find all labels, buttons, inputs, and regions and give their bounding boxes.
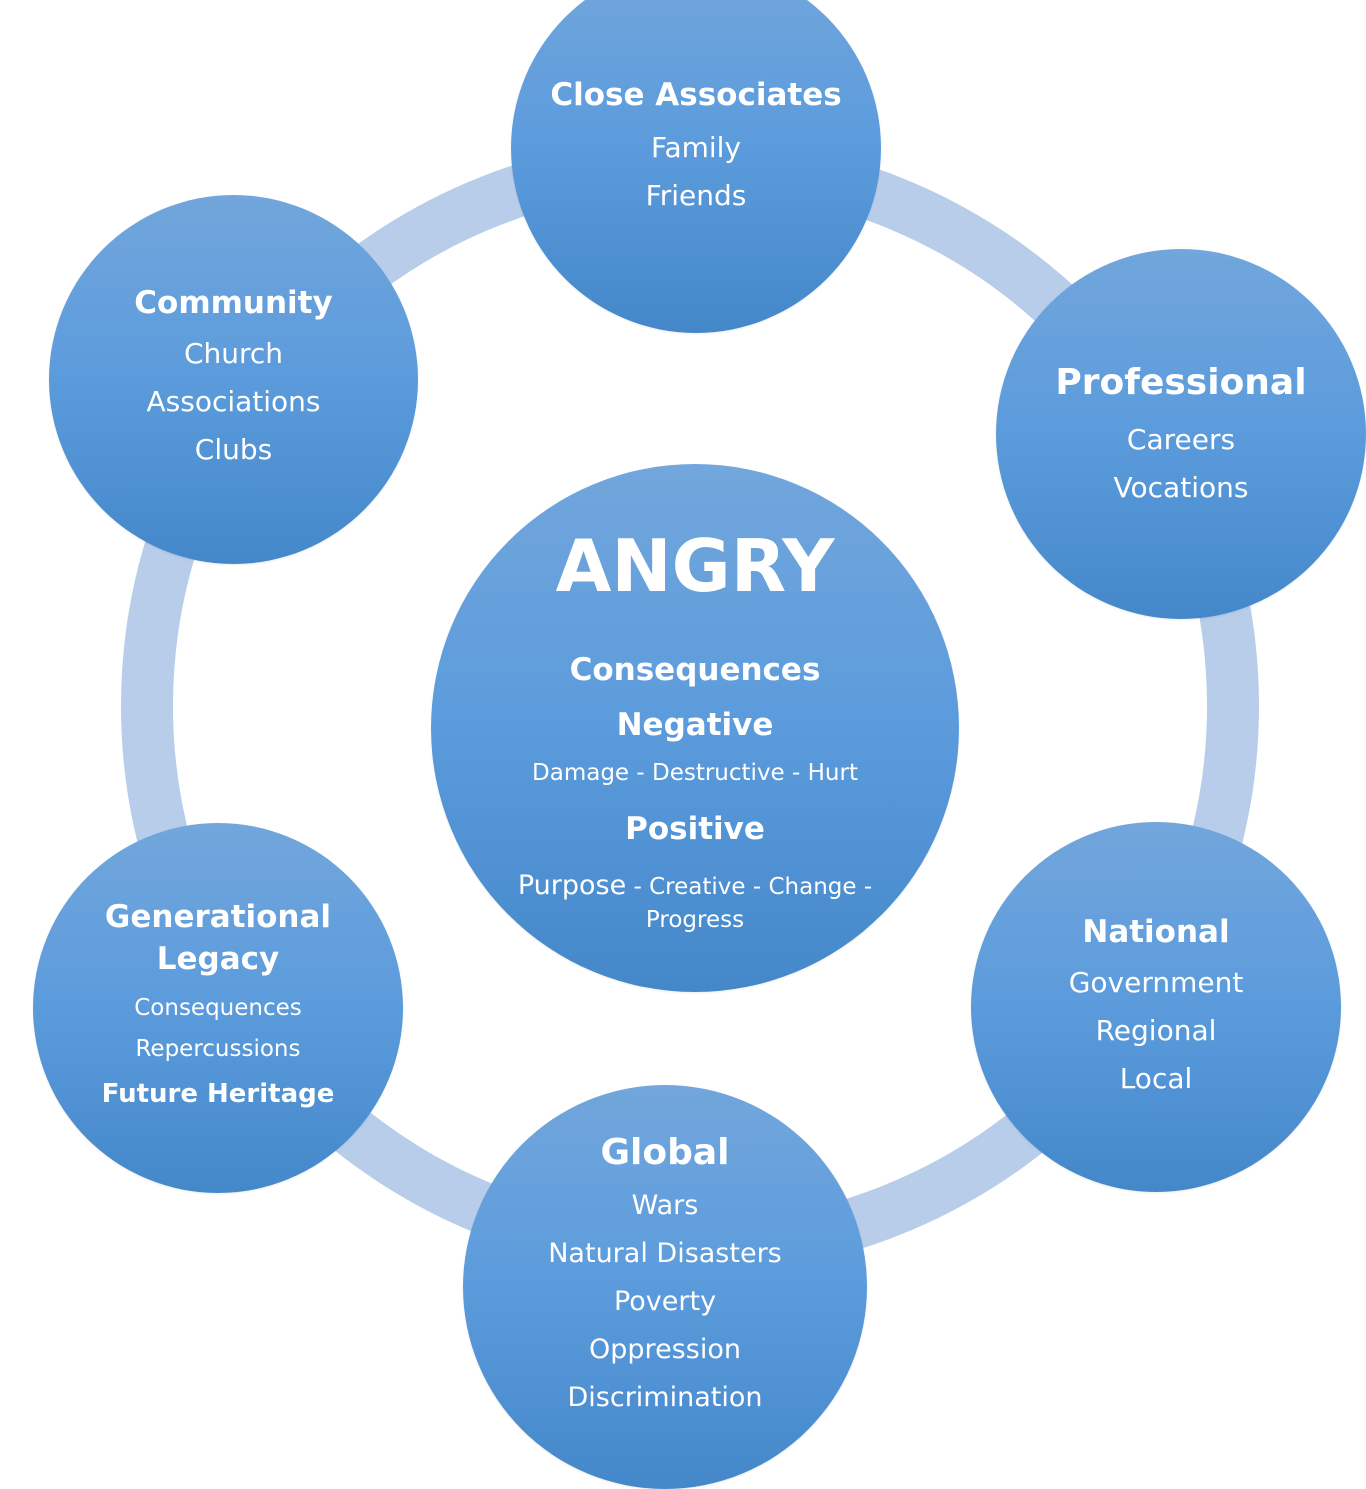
- national-item-regional: Regional: [1095, 1014, 1217, 1048]
- center-positive-line: Purpose - Creative - Change - Progress: [515, 867, 875, 937]
- community-node: Community Church Associations Clubs: [49, 195, 418, 564]
- close-associates-node: Close Associates Family Friends: [511, 0, 881, 333]
- close-associates-item-friends: Friends: [645, 179, 747, 213]
- global-item-oppression: Oppression: [589, 1334, 741, 1366]
- global-item-poverty: Poverty: [613, 1286, 717, 1318]
- center-negative: Negative: [616, 707, 774, 744]
- community-item-clubs: Clubs: [194, 433, 273, 467]
- community-title: Community: [134, 285, 333, 321]
- global-item-discrimination: Discrimination: [567, 1382, 763, 1414]
- national-item-local: Local: [1119, 1062, 1193, 1096]
- global-node: Global Wars Natural Disasters Poverty Op…: [463, 1085, 867, 1489]
- center-positive: Positive: [625, 811, 765, 848]
- center-negative-items: Damage - Destructive - Hurt: [532, 760, 858, 787]
- professional-title: Professional: [1055, 362, 1307, 403]
- global-item-wars: Wars: [631, 1190, 699, 1222]
- generational-legacy-item-repercussions: Repercussions: [135, 1035, 301, 1062]
- national-item-government: Government: [1068, 966, 1244, 1000]
- professional-item-vocations: Vocations: [1113, 471, 1249, 505]
- center-positive-lead: Purpose: [517, 869, 627, 901]
- professional-node: Professional Careers Vocations: [996, 249, 1366, 619]
- community-item-associations: Associations: [146, 385, 321, 419]
- generational-legacy-node: Generational Legacy Consequences Repercu…: [33, 823, 403, 1193]
- national-title: National: [1082, 914, 1230, 950]
- generational-legacy-item-consequences: Consequences: [134, 994, 302, 1021]
- center-node: ANGRY Consequences Negative Damage - Des…: [431, 464, 959, 992]
- center-consequences: Consequences: [569, 652, 821, 688]
- close-associates-title: Close Associates: [550, 77, 842, 113]
- global-item-natural-disasters: Natural Disasters: [548, 1238, 782, 1270]
- generational-legacy-highlight: Future Heritage: [101, 1078, 335, 1109]
- national-node: National Government Regional Local: [971, 822, 1341, 1192]
- community-item-church: Church: [183, 337, 284, 371]
- global-title: Global: [600, 1132, 730, 1173]
- close-associates-item-family: Family: [650, 131, 742, 165]
- center-positive-items: - Creative - Change - Progress: [626, 873, 873, 934]
- professional-item-careers: Careers: [1126, 423, 1236, 457]
- center-heading: ANGRY: [555, 524, 835, 608]
- generational-legacy-title: Generational Legacy: [104, 899, 332, 977]
